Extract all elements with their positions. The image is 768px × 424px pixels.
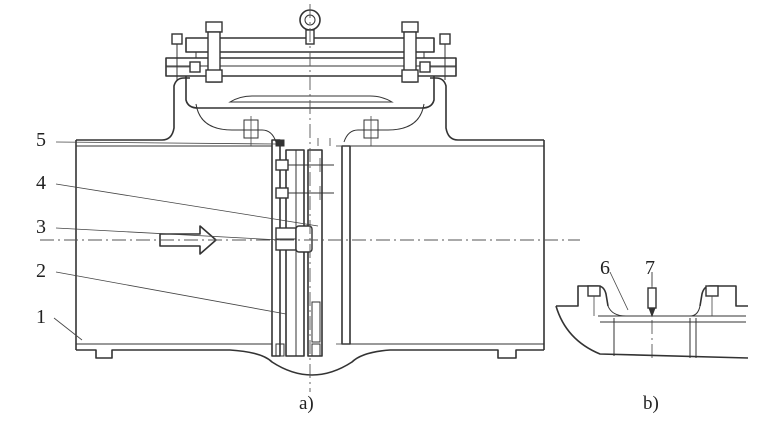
callout-1: 1 — [36, 306, 46, 328]
leader-lines — [53, 141, 653, 341]
valve-body — [75, 77, 545, 376]
callout-6: 6 — [600, 257, 610, 279]
caption-b: b) — [643, 393, 659, 414]
callout-2: 2 — [36, 260, 46, 282]
detail-b — [555, 285, 749, 359]
callout-3: 3 — [36, 216, 46, 238]
flow-arrow-icon — [159, 225, 217, 255]
centerlines — [40, 4, 653, 392]
disc-assembly — [271, 138, 351, 357]
callout-5: 5 — [36, 129, 46, 151]
caption-a: a) — [299, 393, 314, 414]
callout-7: 7 — [645, 257, 655, 279]
bonnet-cover — [165, 9, 457, 109]
callout-4: 4 — [36, 172, 46, 194]
